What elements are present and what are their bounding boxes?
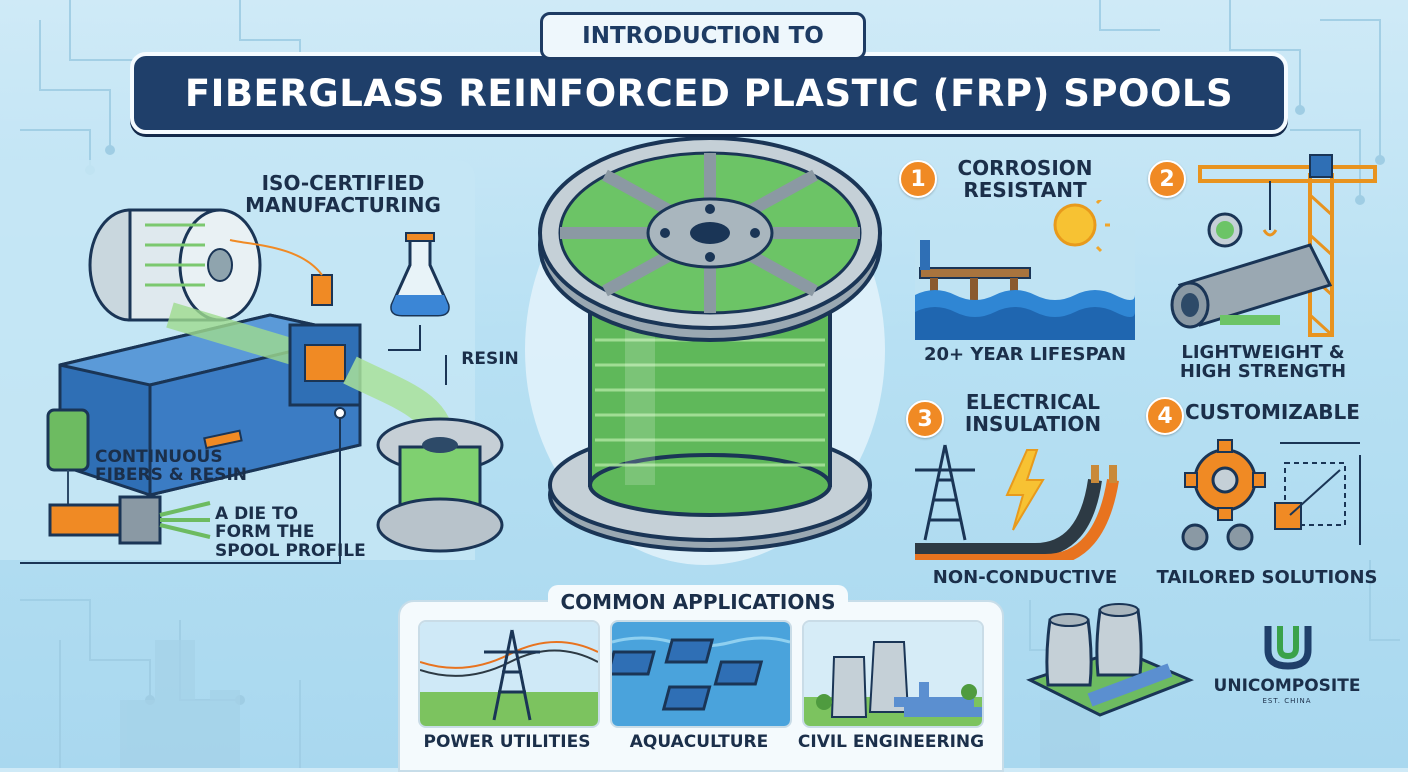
fibers-label: CONTINUOUS FIBERS & RESIN [95, 448, 285, 485]
benefit-1-caption: 20+ YEAR LIFESPAN [923, 344, 1127, 365]
aquaculture-image [610, 620, 792, 728]
benefit-2-caption-line-1: LIGHTWEIGHT & [1181, 342, 1345, 363]
civil-engineering-label: CIVIL ENGINEERING [797, 732, 985, 752]
fibers-label-line-2: FIBERS & RESIN [95, 465, 248, 486]
customizable-gears-illustration [1181, 439, 1361, 551]
applications-title: COMMON APPLICATIONS [548, 585, 848, 619]
electrical-insulation-illustration [915, 444, 1119, 560]
resin-label: RESIN [461, 349, 519, 369]
benefit-1-title-line-2: RESISTANT [963, 177, 1087, 202]
brand-name: UNICOMPOSITE [1213, 676, 1361, 696]
benefit-1-title: CORROSION RESISTANT [940, 156, 1110, 202]
pultrusion-machine-illustration [20, 208, 504, 564]
page-title: FIBERGLASS REINFORCED PLASTIC (FRP) SPOO… [130, 52, 1288, 134]
die-label-line-2: FORM THE [215, 522, 315, 543]
benefit-1-title-line-1: CORROSION [957, 156, 1093, 180]
benefit-3-title: ELECTRICAL INSULATION [948, 390, 1118, 436]
benefit-4-badge: 4 [1146, 397, 1184, 435]
benefit-3-caption: NON-CONDUCTIVE [932, 567, 1118, 588]
iso-label-line-2: MANUFACTURING [245, 192, 441, 217]
benefit-2-caption: LIGHTWEIGHT & HIGH STRENGTH [1148, 343, 1378, 382]
fibers-label-line-1: CONTINUOUS [95, 447, 223, 467]
die-label: A DIE TO FORM THE SPOOL PROFILE [215, 505, 395, 560]
benefit-2-caption-line-2: HIGH STRENGTH [1179, 361, 1347, 383]
industrial-plant-illustration [1026, 603, 1194, 717]
benefit-3-title-line-1: ELECTRICAL [965, 390, 1101, 414]
power-utilities-image [418, 620, 600, 728]
corrosion-resistant-illustration [915, 200, 1135, 340]
benefit-3-title-line-2: INSULATION [964, 411, 1102, 436]
title-subtitle: INTRODUCTION TO [540, 12, 866, 60]
benefit-4-caption: TAILORED SOLUTIONS [1156, 567, 1378, 588]
frp-spool-illustration [525, 135, 885, 565]
benefit-2-badge: 2 [1148, 160, 1186, 198]
benefit-3-badge: 3 [906, 400, 944, 438]
aquaculture-label: AQUACULTURE [629, 732, 769, 752]
die-label-line-1: A DIE TO [215, 504, 299, 524]
benefit-4-title: CUSTOMIZABLE [1185, 400, 1360, 424]
iso-label: ISO-CERTIFIED MANUFACTURING [218, 171, 468, 217]
die-label-line-3: SPOOL PROFILE [215, 540, 366, 561]
unicomposite-logo-icon [1264, 626, 1312, 670]
benefit-1-badge: 1 [899, 160, 937, 198]
civil-engineering-image [802, 620, 984, 728]
iso-label-line-1: ISO-CERTIFIED [261, 171, 425, 195]
power-utilities-label: POWER UTILITIES [423, 732, 591, 752]
gear-icon [1184, 439, 1266, 521]
crane-lifting-pipe-illustration [1170, 154, 1377, 337]
brand-tagline: EST. CHINA [1262, 697, 1312, 705]
